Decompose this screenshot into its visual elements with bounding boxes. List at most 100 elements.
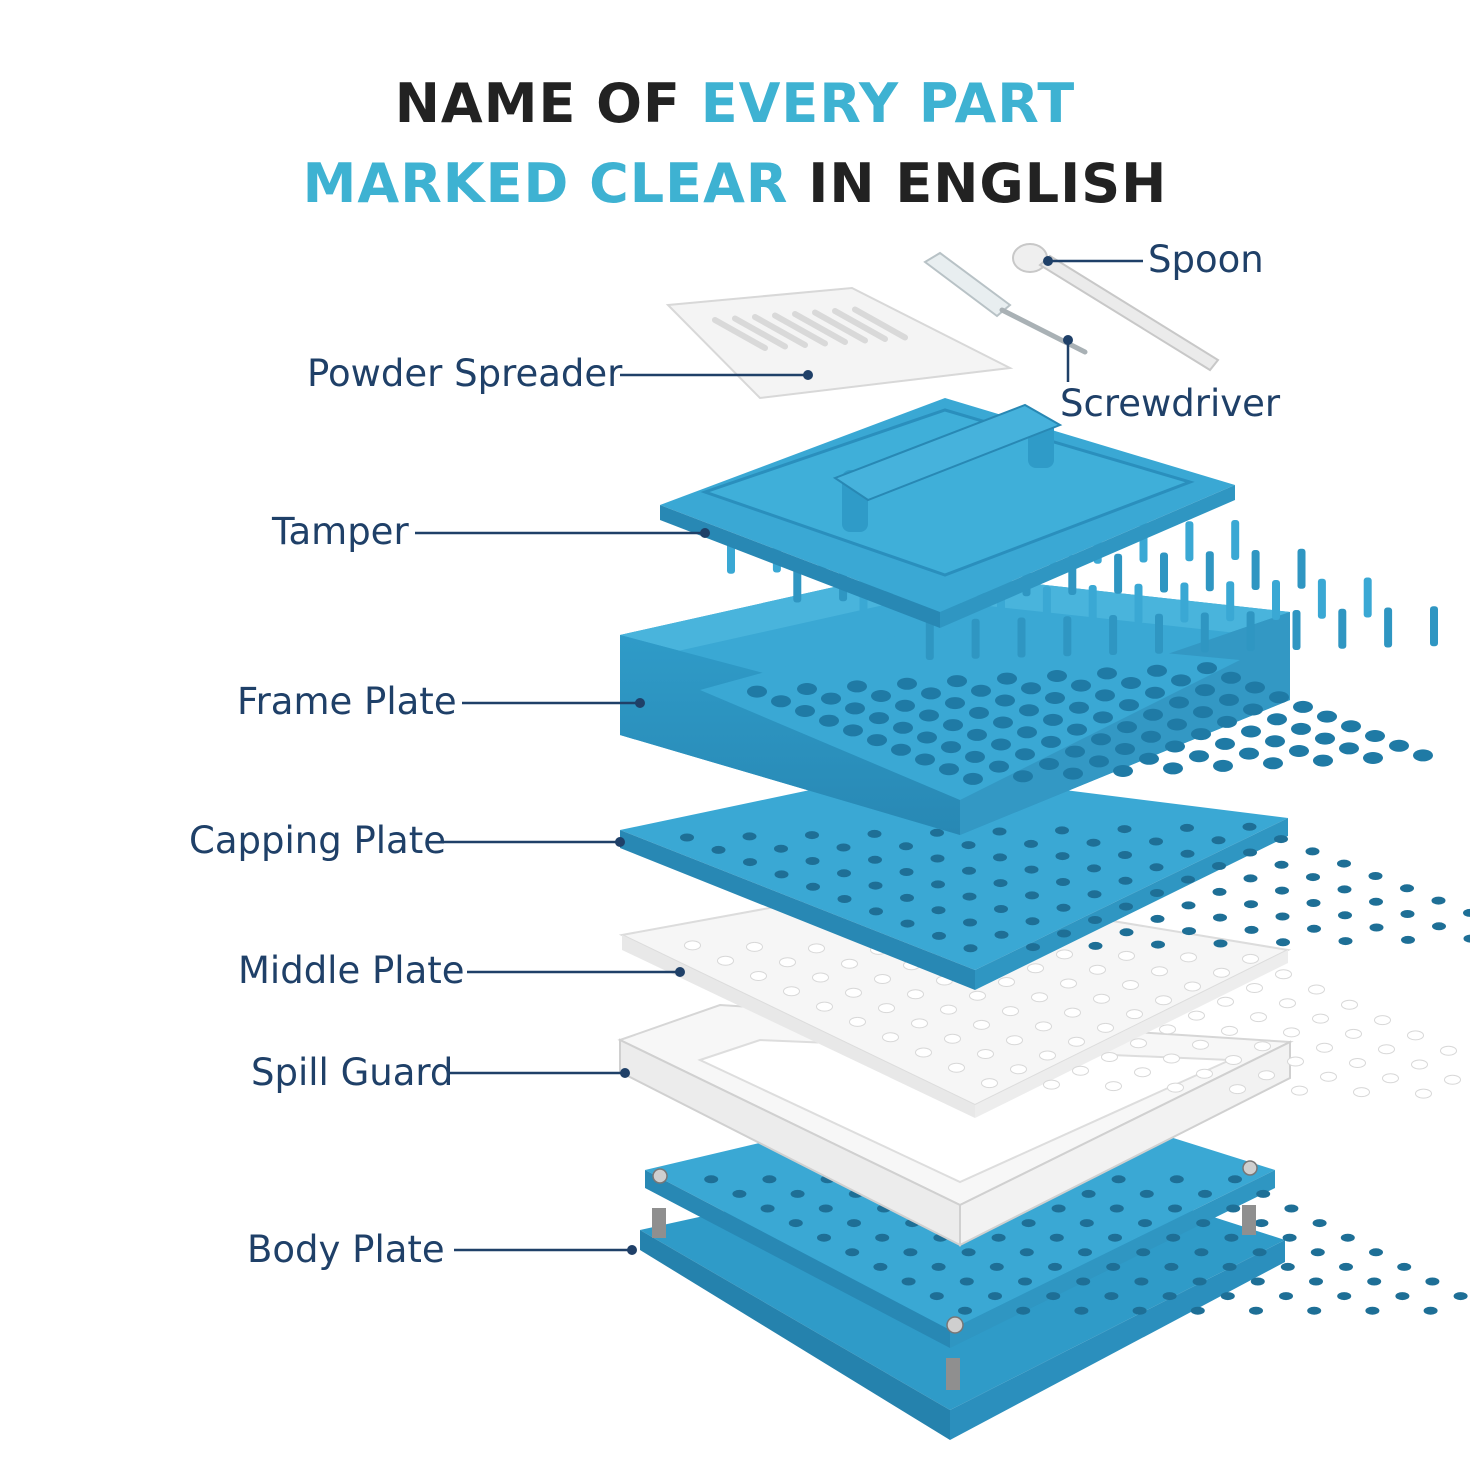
plate-hole [1064,1007,1081,1018]
tamper-pin [859,591,868,632]
plate-hole [1283,1027,1300,1038]
plate-hole [762,1175,777,1184]
plate-hole [1432,922,1446,931]
plate-hole [1369,1248,1383,1257]
plate-hole [1189,750,1209,763]
headline-line-1: NAME OF EVERY PART [0,72,1470,135]
plate-hole [1169,1175,1184,1184]
tamper-pin [1272,580,1280,620]
plate-hole [1076,1277,1091,1286]
spreader-slot [772,312,828,347]
plate-hole [1423,1306,1438,1315]
plate-hole [1242,953,1259,964]
plate-hole [1431,896,1446,905]
plate-hole [1411,1059,1428,1070]
plate-hole [1118,851,1132,859]
label-middle-plate: Middle Plate [238,949,465,992]
plate-hole [1217,996,1234,1007]
plate-hole [1111,1175,1126,1184]
plate-hole [845,987,862,998]
plate-hole [1306,899,1321,907]
tamper-pin [1292,610,1301,650]
tamper-pin [1297,548,1306,589]
plate-hole [965,750,985,763]
plate-hole [1155,995,1172,1006]
plate-hole [1400,884,1414,893]
plate-hole [1275,912,1290,921]
plate-hole [1463,934,1470,943]
spreader-slot [852,306,908,341]
plate-hole [1049,1233,1064,1242]
plate-hole [1374,1015,1391,1026]
plate-hole [1444,1074,1461,1085]
plate-hole [875,1233,890,1242]
plate-hole [1369,923,1384,932]
plate-hole [1254,1219,1269,1228]
tamper-pin [1205,551,1214,592]
plate-hole [774,870,789,879]
plate-hole [868,855,882,864]
plate-hole [1307,1306,1322,1315]
plate-hole [816,1001,833,1012]
plate-hole [1119,699,1139,712]
plate-hole [1164,1262,1179,1271]
plate-hole [1289,745,1309,757]
plate-hole [1163,1053,1180,1064]
plate-hole [1106,1262,1121,1271]
plate-hole [1151,966,1168,977]
plate-hole [930,854,945,863]
plate-hole [1308,984,1325,995]
tamper-pin [1088,585,1097,625]
plate-hole [993,879,1008,888]
tamper-pin [1155,613,1163,654]
plate-hole [1027,963,1044,974]
plate-hole [1006,1035,1023,1046]
plate-hole [1108,1233,1122,1242]
screwdriver [923,251,1088,355]
plate-hole [1017,726,1037,739]
tamper-pin [1063,616,1072,657]
plate-hole [743,858,757,867]
plate-hole [1126,1009,1143,1020]
plate-hole [997,672,1017,685]
plate-hole [795,705,815,717]
plate-hole [1132,1306,1147,1315]
plate-hole [919,709,939,722]
spreader-slot [712,317,768,351]
plate-hole [1122,980,1139,990]
headline-dark-2: IN ENGLISH [788,152,1168,215]
plate-hole [1190,1306,1205,1315]
plate-hole [1139,1189,1154,1198]
plate-hole [869,712,889,725]
plate-hole [1109,1204,1124,1213]
plate-hole [1338,911,1352,920]
plate-hole [747,685,767,698]
spreader-slot [752,314,808,348]
plate-hole [841,958,858,969]
plate-hole [1119,928,1134,937]
plate-hole [963,944,978,953]
plate-hole [1382,1073,1399,1084]
plate-hole [1258,1070,1275,1081]
tamper-pin [1384,607,1393,648]
plate-hole [1241,725,1261,738]
plate-hole [1143,708,1163,721]
plate-hole [1013,770,1033,783]
plate-hole [1130,1038,1147,1049]
plate-hole [1267,713,1287,726]
plate-hole [1345,1028,1362,1039]
plate-hole [849,1016,866,1027]
frame-plate-holes [747,662,1433,785]
plate-hole [961,841,976,850]
plate-hole [847,1219,861,1228]
plate-hole [1400,910,1415,918]
plate-hole [1019,1248,1034,1257]
plate-hole [711,845,726,854]
plate-hole [1244,900,1258,909]
plate-hole [1389,739,1409,752]
plate-hole [1413,749,1433,762]
plate-hole [760,1204,775,1213]
plate-hole [1243,848,1257,857]
plate-hole [1220,1292,1235,1301]
plate-hole [1060,978,1077,989]
